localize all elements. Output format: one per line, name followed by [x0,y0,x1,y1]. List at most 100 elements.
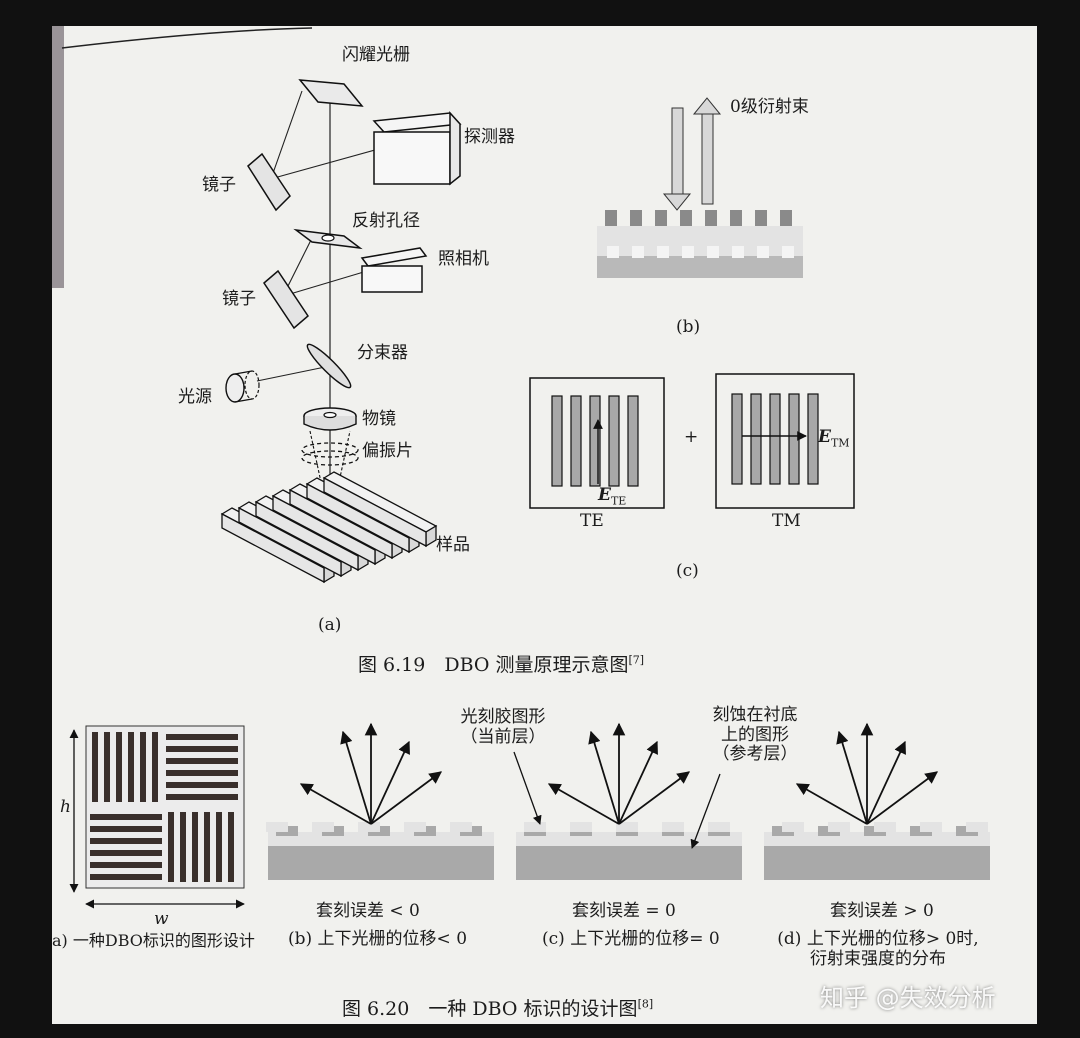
label-panel-a: (a) [318,615,342,635]
te-grating-bar [608,395,620,487]
dbo-horizontal-bar [166,734,238,740]
caption-620d: (d) 上下光栅的位移> 0时,衍射束强度的分布 [777,929,979,969]
grating-tooth-top [730,210,742,226]
dbo-horizontal-bar [90,814,162,820]
diffraction-ray [618,740,658,825]
label-tm: TM [772,511,801,531]
dbo-vertical-bar [140,732,146,802]
etch-pointer [690,773,721,849]
zhihu-watermark: 知乎 @失效分析 [820,984,996,1012]
te-grating-bar [551,395,563,487]
fig619a-optical-diagram [61,27,990,909]
grating-tooth-top [780,210,792,226]
grating-tooth-top [605,210,617,226]
page-curve-line [61,27,313,49]
dbo-vertical-bar [116,732,122,802]
label-detector: 探测器 [464,127,515,147]
tm-grating-bar [788,393,800,485]
label-etched-pattern: 刻蚀在衬底上的图形（参考层） [712,705,798,765]
condition-b: 套刻误差 < 0 [316,901,420,921]
diffraction-ray [866,740,906,825]
mirror-mid-shape [263,269,309,330]
fig619c-tm-box [715,373,855,509]
dbo-vertical-bar [92,732,98,802]
label-mirror-top: 镜子 [202,175,236,195]
page-edge-strip [52,26,64,288]
fig619c-te-box [529,377,665,509]
dbo-vertical-bar [168,812,174,882]
resist-tooth [966,822,988,832]
label-blazed-grating: 闪耀光栅 [342,45,410,65]
grating-tooth-top [680,210,692,226]
dbo-vertical-bar [128,732,134,802]
resist-tooth [782,822,804,832]
diffraction-ray [547,783,620,825]
resist-tooth [828,822,850,832]
dbo-vertical-bar [228,812,234,882]
caption-620a: a) 一种DBO标识的图形设计 [52,931,255,950]
diffraction-ray [795,783,868,825]
polarizer-shape [301,442,359,458]
label-mirror-mid: 镜子 [222,289,256,309]
resist-tooth [266,822,288,832]
dbo-vertical-bar [216,812,222,882]
grating-tooth-top [655,210,667,226]
dbo-vertical-bar [152,732,158,802]
light-source-shape [225,373,245,403]
sample-grating [220,471,438,584]
tm-grating-bar [731,393,743,485]
label-beam-splitter: 分束器 [357,343,408,363]
diffraction-ray [370,740,410,825]
dbo-horizontal-bar [166,770,238,776]
condition-c: 套刻误差 = 0 [572,901,676,921]
dbo-vertical-bar [104,732,110,802]
mirror-top-shape [247,152,291,212]
book-page-photo: 闪耀光栅 探测器 镜子 反射孔径 照相机 镜子 分束器 光源 物镜 偏振片 样品… [52,26,1037,1024]
resist-pointer [513,751,542,825]
resist-tooth [450,822,472,832]
dbo-horizontal-bar [166,758,238,764]
caption-620b: (b) 上下光栅的位移< 0 [288,929,468,949]
dbo-vertical-bar [192,812,198,882]
dbo-horizontal-bar [166,746,238,752]
dbo-horizontal-bar [166,794,238,800]
resist-tooth [570,822,592,832]
figure-6-20-caption: 图 6.20 一种 DBO 标识的设计图[8] [342,997,654,1020]
label-panel-c: (c) [676,561,699,581]
label-h: h [60,797,71,817]
grating-tooth-top [630,210,642,226]
te-grating-bar [627,395,639,487]
diffraction-ray [836,730,868,825]
label-light-source: 光源 [178,387,212,407]
label-w: w [154,909,169,929]
label-reflective-aperture: 反射孔径 [352,211,420,231]
dbo-horizontal-bar [90,874,162,880]
dbo-horizontal-bar [166,782,238,788]
label-zero-order-beam: 0级衍射束 [730,97,809,117]
dbo-vertical-bar [204,812,210,882]
resist-tooth [616,822,638,832]
label-camera: 照相机 [438,249,489,269]
figure-6-19-caption: 图 6.19 DBO 测量原理示意图[7] [358,653,645,676]
dbo-horizontal-bar [90,862,162,868]
diffraction-ray [588,730,620,825]
resist-tooth [920,822,942,832]
caption-620c: (c) 上下光栅的位移= 0 [542,929,720,949]
fig619b-grating-diagram [597,97,803,278]
te-grating-bar [570,395,582,487]
fig620c-grating-panel [516,722,742,880]
condition-d: 套刻误差 > 0 [830,901,934,921]
label-objective: 物镜 [362,409,396,429]
tm-grating-bar [807,393,819,485]
label-resist-pattern: 光刻胶图形（当前层） [460,707,546,747]
resist-tooth [524,822,546,832]
resist-tooth [358,822,380,832]
label-e-te: ETE [598,485,627,508]
grating-tooth-top [705,210,717,226]
tm-grating-bar [769,393,781,485]
beam-splitter-shape [306,343,352,389]
dbo-horizontal-bar [90,850,162,856]
fig620d-grating-panel [764,722,990,880]
detector-box [373,131,451,185]
label-polarizer: 偏振片 [362,441,413,461]
